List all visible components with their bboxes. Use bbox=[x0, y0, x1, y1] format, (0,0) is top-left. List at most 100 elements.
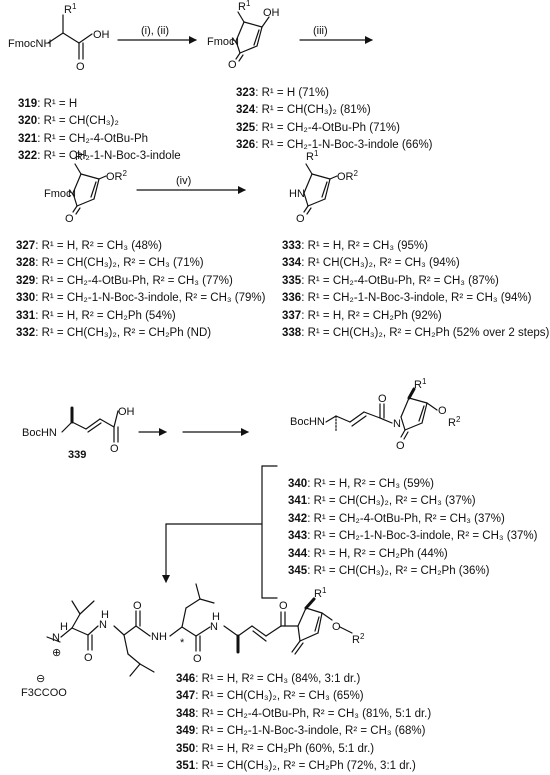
bracket-arrow bbox=[162, 465, 278, 599]
compound-number: 330 bbox=[16, 292, 36, 305]
compound-entry: 327: R¹ = H, R² = CH₃ (48%) bbox=[16, 238, 265, 255]
label-o-j: O bbox=[133, 600, 142, 612]
label-n-c: N bbox=[393, 418, 401, 430]
compound-entry: 341: R¹ = CH(CH₃)₂, R² = CH₃ (37%) bbox=[288, 493, 537, 510]
compound-number: 334 bbox=[282, 257, 302, 270]
compound-entry: 338: R¹ = CH(CH₃)₂, R² = CH₂Ph (52% over… bbox=[282, 325, 549, 342]
label-bochn-a: BocHN bbox=[22, 427, 57, 439]
label-r1-f: R1 bbox=[314, 586, 327, 600]
label-or2-a: OR2 bbox=[106, 169, 128, 183]
label-r1-e: R1 bbox=[414, 377, 427, 391]
compound-list-333-338: 333: R¹ = H, R² = CH₃ (95%) 334: R¹ CH(CH… bbox=[282, 238, 549, 342]
compound-substituents: : R¹ = CH₂-4-OtBu-Ph (71%) bbox=[255, 121, 400, 134]
compound-entry: 340: R¹ = H, R² = CH₃ (59%) bbox=[288, 476, 537, 493]
compound-entry: 348: R¹ = CH₂-4-OtBu-Ph, R² = CH₃ (81%, … bbox=[176, 706, 431, 723]
compound-list-323-326: 323: R¹ = H (71%) 324: R¹ = CH(CH₃)₂ (81%… bbox=[236, 85, 433, 155]
compound-entry: 328: R¹ = CH(CH₃)₂, R² = CH₃ (71%) bbox=[16, 255, 265, 272]
compound-number: 338 bbox=[282, 327, 302, 340]
label-n-d: N bbox=[52, 632, 60, 644]
compound-list-346-351: 346: R¹ = H, R² = CH₃ (84%, 3:1 dr.)347:… bbox=[176, 671, 431, 775]
compound-number: 328 bbox=[16, 257, 36, 270]
label-r2-a: R2 bbox=[448, 415, 461, 429]
compound-substituents: : R¹ = CH₂-4-OtBu-Ph, R² = CH₃ (37%) bbox=[307, 512, 505, 525]
compound-number: 341 bbox=[288, 495, 308, 508]
compound-substituents: : R¹ = CH(CH₃)₂, R² = CH₃ (71%) bbox=[35, 257, 204, 270]
compound-substituents: : R¹ = H, R² = CH₂Ph (92%) bbox=[301, 309, 442, 322]
compound-entry: 346: R¹ = H, R² = CH₃ (84%, 3:1 dr.) bbox=[176, 671, 431, 688]
compound-substituents: : R¹ = CH₂-4-OtBu-Ph, R² = CH₃ (81%, 5:1… bbox=[195, 707, 432, 720]
compound-number: 329 bbox=[16, 274, 36, 287]
compound-entry: 331: R¹ = H, R² = CH₂Ph (54%) bbox=[16, 308, 265, 325]
compound-number-339: 339 bbox=[68, 449, 86, 461]
compound-substituents: : R¹ = CH₂-4-OtBu-Ph, R² = CH₃ (87%) bbox=[301, 274, 499, 287]
compound-substituents: : R¹ = CH(CH₃)₂, R² = CH₂Ph (ND) bbox=[35, 327, 212, 340]
structure-346-351 bbox=[46, 583, 353, 677]
compound-substituents: : R¹ = H, R² = CH₂Ph (54%) bbox=[35, 309, 176, 322]
compound-substituents: : R¹ = CH(CH₃)₂, R² = CH₃ (65%) bbox=[195, 690, 364, 703]
reagent-label-4: (iv) bbox=[176, 175, 191, 187]
structure-319-322 bbox=[47, 14, 93, 60]
label-o-e: O bbox=[110, 443, 119, 455]
compound-substituents: : R¹ = CH(CH₃)₂ (81%) bbox=[255, 104, 371, 117]
compound-substituents: : R¹ = CH₂-4-OtBu-Ph, R² = CH₃ (77%) bbox=[35, 274, 233, 287]
compound-number: 342 bbox=[288, 512, 308, 525]
label-fmocnh: FmocNH bbox=[8, 38, 51, 50]
compound-number: 345 bbox=[288, 565, 308, 578]
compound-substituents: : R¹ = H bbox=[37, 98, 78, 110]
compound-substituents: : R¹ = H, R² = CH₃ (84%, 3:1 dr.) bbox=[195, 673, 361, 685]
compound-list-327-332: 327: R¹ = H, R² = CH₃ (48%)328: R¹ = CH(… bbox=[16, 238, 265, 342]
compound-entry: 337: R¹ = H, R² = CH₂Ph (92%) bbox=[282, 308, 549, 325]
label-o-b: O bbox=[228, 59, 237, 71]
label-h-c: H bbox=[212, 611, 220, 623]
compound-number: 333 bbox=[282, 240, 302, 252]
compound-entry: 336: R¹ = CH₂-1-N-Boc-3-indole, R² = CH₃… bbox=[282, 290, 549, 307]
structure-339 bbox=[61, 406, 119, 443]
compound-entry: 326: R¹ = CH₂-1-N-Boc-3-indole (66%) bbox=[236, 137, 433, 154]
label-n-b: N bbox=[68, 188, 76, 200]
compound-entry: 333: R¹ = H, R² = CH₃ (95%) bbox=[282, 238, 549, 255]
compound-entry: 347: R¹ = CH(CH₃)₂, R² = CH₃ (65%) bbox=[176, 688, 431, 705]
label-or2-b: OR2 bbox=[337, 169, 359, 183]
compound-entry: 325: R¹ = CH₂-4-OtBu-Ph (71%) bbox=[236, 120, 433, 137]
compound-substituents: : R¹ = CH₂-4-OtBu-Ph bbox=[37, 132, 149, 145]
compound-number: 348 bbox=[176, 707, 196, 720]
label-h-b: H bbox=[101, 609, 109, 621]
compound-number: 327 bbox=[16, 240, 36, 252]
compound-entry: 320: R¹ = CH(CH₃)₂ bbox=[18, 113, 181, 130]
label-oh-a: OH bbox=[93, 29, 110, 41]
compound-substituents: : R¹ = CH(CH₃)₂, R² = CH₂Ph (72%, 3:1 dr… bbox=[195, 760, 416, 773]
structure-340-345 bbox=[325, 387, 438, 440]
structure-323-326 bbox=[235, 11, 270, 62]
compound-number: 320 bbox=[18, 115, 38, 128]
compound-substituents: : R¹ = CH₂-1-N-Boc-3-indole, R² = CH₃ (7… bbox=[35, 292, 266, 305]
compound-number: 350 bbox=[176, 742, 196, 755]
compound-substituents: : R¹ = CH(CH₃)₂, R² = CH₂Ph (52% over 2 … bbox=[301, 327, 550, 340]
compound-substituents: : R¹ = CH(CH₃)₂, R² = CH₂Ph (36%) bbox=[307, 565, 490, 578]
label-oh-c: OH bbox=[118, 406, 135, 418]
compound-substituents: : R¹ = H, R² = CH₃ (48%) bbox=[35, 240, 162, 252]
compound-number: 337 bbox=[282, 309, 302, 322]
compound-substituents: : R¹ = CH(CH₃)₂, R² = CH₃ (37%) bbox=[307, 495, 476, 508]
label-star: * bbox=[180, 637, 185, 649]
compound-list-340-345: 340: R¹ = H, R² = CH₃ (59%)341: R¹ = CH(… bbox=[288, 476, 537, 580]
compound-substituents: : R¹ CH(CH₃)₂, R² = CH₃ (94%) bbox=[301, 257, 460, 270]
label-fmoc-b: Fmoc bbox=[44, 188, 72, 200]
compound-number: 331 bbox=[16, 309, 36, 322]
compound-number: 335 bbox=[282, 274, 302, 287]
compound-number: 346 bbox=[176, 673, 196, 685]
compound-number: 323 bbox=[236, 87, 256, 99]
compound-number: 332 bbox=[16, 327, 36, 340]
compound-number: 324 bbox=[236, 104, 256, 117]
compound-substituents: : R¹ = CH₂-1-N-Boc-3-indole (66%) bbox=[255, 139, 433, 152]
label-o-f: O bbox=[378, 393, 387, 405]
label-bochn-b: BocHN bbox=[290, 416, 325, 428]
compound-entry: 350: R¹ = H, R² = CH₂Ph (60%, 5:1 dr.) bbox=[176, 741, 431, 758]
compound-substituents: : R¹ = H, R² = CH₂Ph (44%) bbox=[307, 547, 448, 560]
label-o-m: O bbox=[332, 621, 341, 633]
reagent-labels: (i), (ii) (iii) (iv) bbox=[141, 25, 328, 187]
label-o-h: O bbox=[396, 440, 405, 452]
compound-substituents: : R¹ = H, R² = CH₂Ph (60%, 5:1 dr.) bbox=[195, 742, 375, 755]
compound-entry: 323: R¹ = H (71%) bbox=[236, 85, 433, 102]
